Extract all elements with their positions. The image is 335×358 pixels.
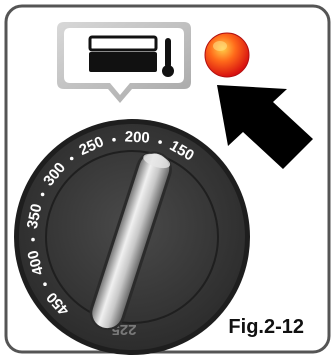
dial-tick-dot: [158, 140, 162, 144]
dial-tick-dot: [43, 282, 47, 286]
dial-tick-dot: [112, 138, 116, 142]
dial-tick-dot: [41, 193, 45, 197]
figure-label: Fig.2-12: [228, 316, 304, 338]
dial-tick-dot: [31, 238, 35, 242]
indicator-light: [205, 33, 249, 77]
dial-tick-dot: [70, 157, 74, 161]
dial-label-200: 200: [124, 128, 150, 146]
